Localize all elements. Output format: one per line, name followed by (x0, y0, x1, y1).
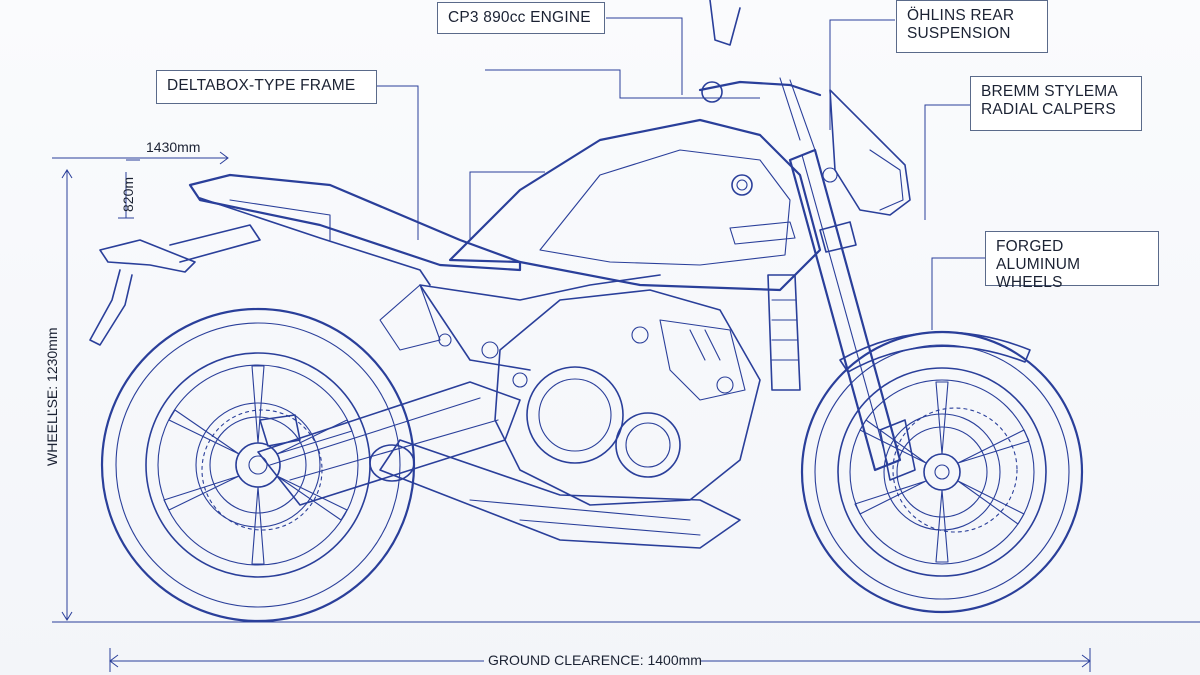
engine-block (494, 289, 761, 506)
length-dimension-label: 1430mm (146, 139, 201, 155)
callout-rear-suspension-line-1: ÖHLINS REAR (907, 7, 1015, 24)
callout-engine: CP3 890cc ENGINE (437, 2, 605, 34)
callout-rear-suspension: ÖHLINS REAR SUSPENSION (896, 0, 1048, 53)
rear-wheel (100, 307, 416, 623)
ground-clearance-dimension-label: GROUND CLEARENCE: 1400mm (488, 652, 702, 668)
callout-calipers-line-2: RADIAL CALPERS (981, 101, 1116, 118)
callout-calipers: BREMM STYLEMA RADIAL CALPERS (970, 76, 1142, 131)
callout-rear-suspension-line-2: SUSPENSION (907, 25, 1011, 42)
callout-engine-text: CP3 890cc ENGINE (448, 9, 591, 26)
callout-frame-text: DELTABOX-TYPE FRAME (167, 77, 356, 94)
front-fork (788, 148, 902, 472)
callout-wheels-line-1: FORGED ALUMINUM (996, 238, 1081, 273)
callout-calipers-line-1: BREMM STYLEMA (981, 83, 1118, 100)
wheelbase-dimension-label: WHEELĽSE: 1230mm (44, 327, 60, 467)
callout-wheels-line-2: WHEELS (996, 274, 1063, 291)
callout-wheels: FORGED ALUMINUM WHEELS (985, 231, 1159, 291)
seat-height-dimension-label: 820m (120, 176, 136, 212)
callout-frame: DELTABOX-TYPE FRAME (156, 70, 377, 104)
